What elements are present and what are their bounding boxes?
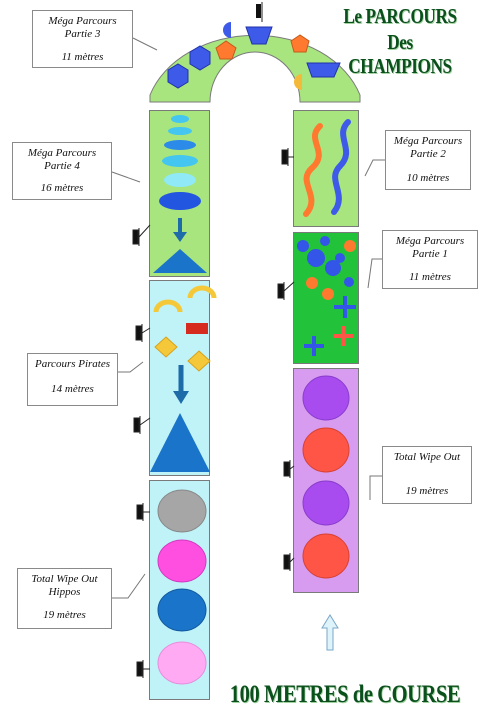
callout-two-hippos-name: Total Wipe Out Hippos bbox=[31, 573, 98, 598]
triangle-shape bbox=[150, 413, 210, 472]
trapezoid-shape bbox=[245, 26, 273, 45]
cross-shape bbox=[333, 326, 353, 346]
triangle-shape bbox=[153, 249, 207, 273]
dot-shape bbox=[344, 277, 354, 287]
callout-connectors bbox=[111, 37, 385, 599]
ellipse-shape bbox=[168, 127, 192, 135]
rectangle-shape bbox=[186, 323, 208, 334]
ellipse-shape bbox=[162, 155, 198, 167]
ellipse-shape bbox=[159, 192, 201, 210]
callout-pirates-name: Parcours Pirates bbox=[34, 358, 111, 370]
ellipse-shape bbox=[164, 140, 196, 150]
circle-shape bbox=[157, 588, 207, 632]
dot-shape bbox=[325, 260, 341, 276]
circle-shape bbox=[157, 539, 207, 583]
callout-mega1-length: 11 mètres bbox=[409, 271, 451, 283]
flag-marker bbox=[256, 4, 261, 18]
arc-shape bbox=[153, 299, 183, 313]
callout-mega4: Méga Parcours Partie 4 16 mètres bbox=[12, 142, 112, 200]
wavy-line-shape bbox=[303, 123, 323, 217]
callout-mega1: Méga Parcours Partie 1 11 mètres bbox=[382, 230, 478, 289]
callout-mega3-length: 11 mètres bbox=[61, 51, 104, 63]
circle-shape bbox=[302, 480, 350, 526]
circle-shape bbox=[302, 533, 350, 579]
dot-shape bbox=[322, 288, 334, 300]
pentagon-shape bbox=[215, 40, 237, 60]
callout-mega3: Méga Parcours Partie 3 11 mètres bbox=[32, 10, 133, 68]
dot-shape bbox=[320, 236, 330, 246]
title-line-2: Des CHAMPIONS bbox=[348, 30, 452, 78]
ellipse-shape bbox=[164, 173, 196, 187]
quarter-circle-shape bbox=[294, 74, 302, 90]
arc-shape bbox=[187, 285, 217, 299]
diamond-shape bbox=[187, 350, 211, 372]
callout-two-name: Total Wipe Out bbox=[393, 451, 461, 463]
start-arrow bbox=[321, 614, 339, 651]
dot-shape bbox=[335, 253, 345, 263]
cross-shape bbox=[334, 296, 356, 318]
dot-shape bbox=[297, 240, 309, 252]
callout-mega2-name: Méga Parcours Partie 2 bbox=[393, 135, 463, 160]
arrow-head bbox=[173, 232, 187, 242]
circle-shape bbox=[157, 489, 207, 533]
diamond-shape bbox=[154, 336, 178, 358]
title-line-1: Le PARCOURS bbox=[343, 4, 457, 28]
callout-mega2-length: 10 mètres bbox=[406, 172, 450, 184]
wavy-line-shape bbox=[331, 119, 351, 215]
callout-two-hippos: Total Wipe Out Hippos 19 mètres bbox=[17, 568, 112, 629]
hexagon-shape bbox=[189, 45, 211, 71]
callout-mega4-length: 16 mètres bbox=[40, 182, 84, 194]
flag-markers bbox=[132, 148, 295, 678]
callout-mega1-name: Méga Parcours Partie 1 bbox=[395, 235, 465, 260]
ellipse-shape bbox=[171, 115, 189, 123]
trapezoid-shape bbox=[306, 62, 341, 78]
callout-mega4-name: Méga Parcours Partie 4 bbox=[27, 147, 97, 172]
dot-shape bbox=[307, 249, 325, 267]
callout-pirates: Parcours Pirates 14 mètres bbox=[27, 353, 118, 406]
footer-label: 100 METRES de COURSE bbox=[229, 681, 461, 708]
arrow-head bbox=[173, 391, 189, 404]
circle-shape bbox=[157, 641, 207, 685]
circle-shape bbox=[302, 427, 350, 473]
dot-shape bbox=[306, 277, 318, 289]
callout-pirates-length: 14 mètres bbox=[51, 383, 94, 395]
callout-two-hippos-length: 19 mètres bbox=[43, 609, 86, 621]
quarter-circle-shape bbox=[223, 22, 231, 38]
circle-shape bbox=[302, 375, 350, 421]
callout-mega3-name: Méga Parcours Partie 3 bbox=[48, 15, 117, 40]
dot-shape bbox=[344, 240, 356, 252]
callout-mega2: Méga Parcours Partie 2 10 mètres bbox=[385, 130, 471, 190]
callout-two: Total Wipe Out 19 mètres bbox=[382, 446, 472, 504]
pentagon-shape bbox=[290, 34, 310, 53]
segment-mega2 bbox=[293, 110, 359, 227]
hexagon-shape bbox=[167, 63, 189, 89]
callout-two-length: 19 mètres bbox=[405, 485, 449, 497]
cross-shape bbox=[304, 336, 324, 356]
